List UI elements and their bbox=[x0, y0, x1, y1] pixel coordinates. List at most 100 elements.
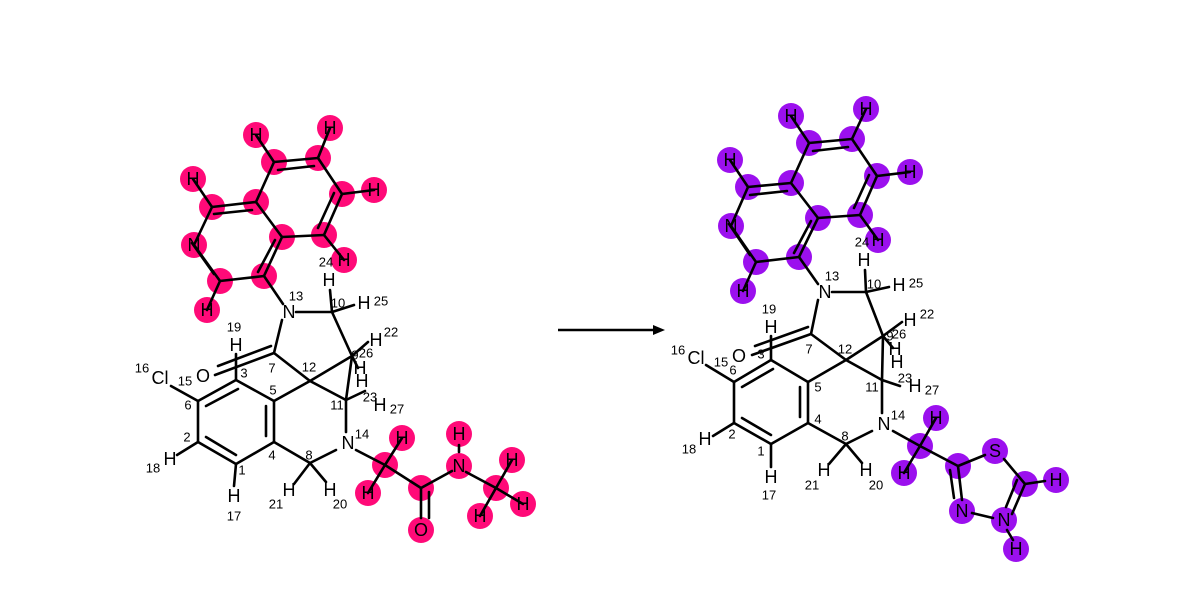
atom-n: N bbox=[342, 433, 355, 453]
atom-number: 23 bbox=[898, 371, 912, 386]
atom-n: N bbox=[283, 302, 296, 322]
atom-h: H bbox=[909, 376, 922, 396]
atom-h: H bbox=[930, 408, 943, 428]
atom-o: O bbox=[414, 520, 428, 540]
atom-h: H bbox=[891, 352, 904, 372]
atom-h: H bbox=[872, 230, 885, 250]
atom-h: H bbox=[283, 480, 296, 500]
atom-h: H bbox=[324, 118, 337, 138]
atom-h: H bbox=[818, 460, 831, 480]
atom-number: 23 bbox=[363, 390, 377, 405]
atom-h: H bbox=[338, 250, 351, 270]
atom-h: H bbox=[860, 99, 873, 119]
atom-h: H bbox=[201, 300, 214, 320]
atom-n: N bbox=[956, 501, 969, 521]
atom-number: 20 bbox=[333, 497, 347, 512]
atom-n: N bbox=[878, 414, 891, 434]
atom-number: 17 bbox=[227, 509, 241, 524]
atom-number: 22 bbox=[384, 325, 398, 340]
atom-number: 8 bbox=[841, 429, 848, 444]
atom-number: 14 bbox=[891, 408, 905, 423]
product-atom-numbers: 1 2 3 4 5 6 7 8 9 11 12 13 14 15 16 17 1… bbox=[671, 235, 939, 503]
atom-number: 9 bbox=[351, 348, 358, 363]
atom-number: 19 bbox=[227, 320, 241, 335]
atom-number: 24 bbox=[319, 255, 333, 270]
atom-h: H bbox=[396, 428, 409, 448]
atom-number: 9 bbox=[886, 329, 893, 344]
atom-h: H bbox=[858, 250, 871, 270]
atom-h: H bbox=[785, 106, 798, 126]
atom-number: 25 bbox=[374, 294, 388, 309]
atom-h: H bbox=[1050, 470, 1063, 490]
atom-number: 18 bbox=[146, 461, 160, 476]
atom-n: N bbox=[453, 456, 466, 476]
product-bonds bbox=[704, 107, 1047, 542]
reactant-bonds bbox=[169, 126, 525, 520]
atom-number: 27 bbox=[390, 402, 404, 417]
atom-number: 7 bbox=[268, 361, 275, 376]
atom-number: 4 bbox=[268, 448, 275, 463]
atom-h: H bbox=[164, 449, 177, 469]
atom-number: 3 bbox=[240, 366, 247, 381]
atom-number: 1 bbox=[238, 463, 245, 478]
atom-h: H bbox=[737, 281, 750, 301]
atom-number: 15 bbox=[178, 374, 192, 389]
atom-number: 10 bbox=[331, 296, 345, 311]
atom-number: 19 bbox=[762, 302, 776, 317]
atom-h: H bbox=[374, 395, 387, 415]
atom-h: H bbox=[904, 310, 917, 330]
atom-number: 20 bbox=[869, 478, 883, 493]
atom-n: N bbox=[725, 216, 738, 236]
atom-h: H bbox=[358, 293, 371, 313]
atom-cl: Cl bbox=[688, 348, 705, 368]
atom-h: H bbox=[354, 358, 367, 378]
atom-cl: Cl bbox=[152, 368, 169, 388]
atom-h: H bbox=[250, 125, 263, 145]
atom-n: N bbox=[998, 510, 1011, 530]
atom-h: H bbox=[860, 460, 873, 480]
atom-n: N bbox=[188, 235, 201, 255]
atom-number: 18 bbox=[682, 442, 696, 457]
atom-number: 2 bbox=[183, 430, 190, 445]
atom-number: 21 bbox=[269, 497, 283, 512]
atom-number: 15 bbox=[714, 355, 728, 370]
atom-h: H bbox=[323, 270, 336, 290]
atom-number: 22 bbox=[920, 307, 934, 322]
atom-h: H bbox=[356, 371, 369, 391]
reactant-atom-labels: H H H H N H H N H H H H O Cl H H H N H H… bbox=[152, 118, 530, 540]
atom-number: 2 bbox=[728, 427, 735, 442]
atom-number: 16 bbox=[671, 343, 685, 358]
product-molecule: H H H H N H H N H H H H O Cl H H H N H H… bbox=[671, 96, 1069, 562]
atom-h: H bbox=[517, 494, 530, 514]
reactant-molecule: H H H H N H H N H H H H O Cl H H H N H H… bbox=[135, 115, 536, 543]
atom-h: H bbox=[228, 486, 241, 506]
atom-h: H bbox=[506, 450, 519, 470]
atom-number: 10 bbox=[867, 277, 881, 292]
atom-number: 4 bbox=[814, 412, 821, 427]
atom-number: 24 bbox=[855, 235, 869, 250]
atom-n: N bbox=[819, 282, 832, 302]
atom-number: 12 bbox=[302, 360, 316, 375]
atom-h: H bbox=[453, 424, 466, 444]
atom-h: H bbox=[765, 317, 778, 337]
atom-h: H bbox=[362, 483, 375, 503]
atom-number: 8 bbox=[305, 448, 312, 463]
atom-number: 5 bbox=[269, 383, 276, 398]
atom-number: 7 bbox=[805, 342, 812, 357]
atom-number: 11 bbox=[865, 380, 879, 395]
atom-number: 6 bbox=[184, 398, 191, 413]
atom-number: 14 bbox=[355, 427, 369, 442]
atom-number: 25 bbox=[909, 276, 923, 291]
atom-number: 11 bbox=[330, 398, 344, 413]
atom-number: 6 bbox=[729, 363, 736, 378]
atom-h: H bbox=[898, 463, 911, 483]
atom-number: 27 bbox=[925, 383, 939, 398]
atom-h: H bbox=[230, 335, 243, 355]
atom-o: O bbox=[196, 366, 210, 386]
atom-number: 12 bbox=[838, 342, 852, 357]
atom-h: H bbox=[187, 169, 200, 189]
atom-number: 5 bbox=[814, 380, 821, 395]
reactant-atom-numbers: 1 2 3 4 5 6 7 8 9 11 12 13 14 15 16 17 1… bbox=[135, 255, 404, 524]
atom-number: 13 bbox=[289, 289, 303, 304]
